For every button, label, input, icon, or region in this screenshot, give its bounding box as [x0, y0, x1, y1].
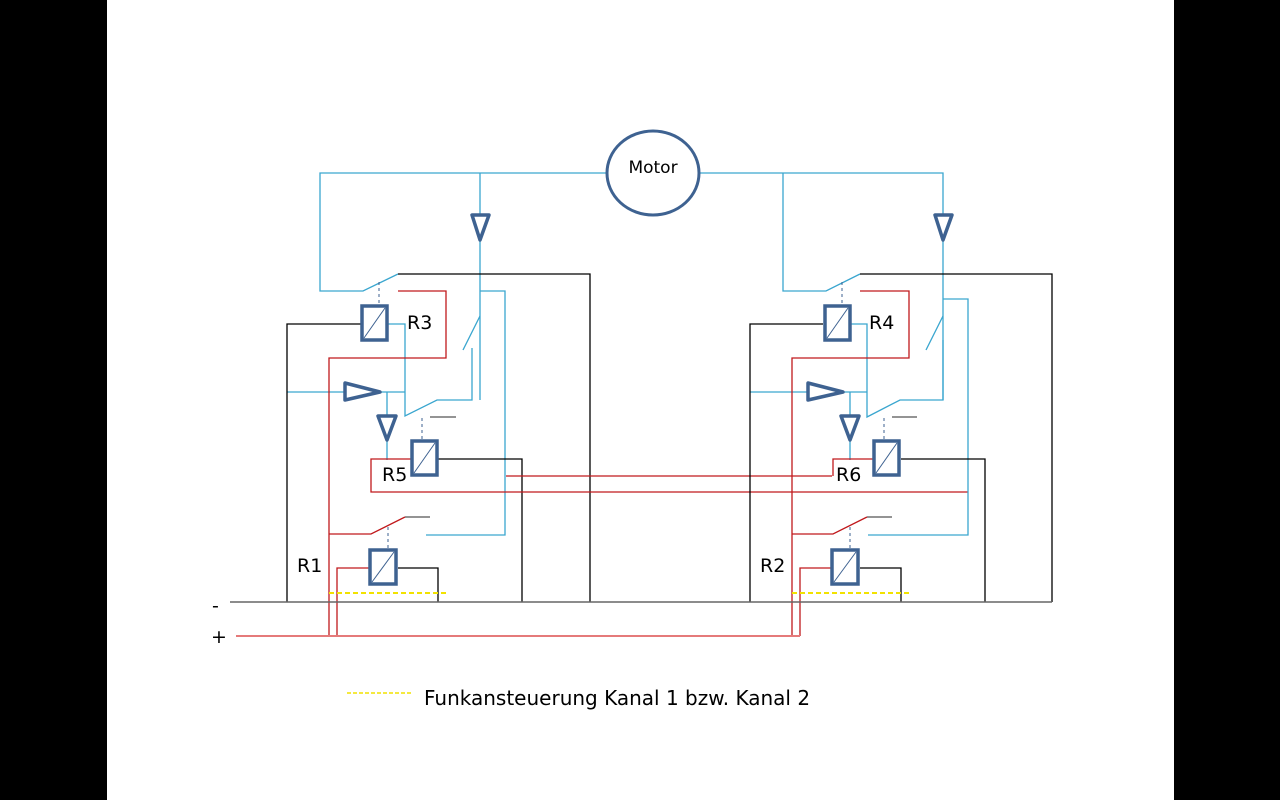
diode-icon-left-vertical	[376, 414, 398, 442]
relay-coil-r4	[823, 304, 852, 342]
wire-r4-contact-b	[925, 315, 944, 351]
wire-r2-switch-red	[792, 516, 868, 535]
relay-coil-r6	[872, 439, 901, 477]
diode-icon-left-horizontal	[343, 381, 382, 402]
wire-motor-right-branch	[782, 173, 861, 292]
wire-r4-switch-cyan	[868, 298, 969, 536]
motor-label: Motor	[628, 158, 677, 178]
wire-r3-top-black	[398, 273, 591, 602]
diode-icon-right-top	[933, 213, 954, 242]
rail-minus-label: -	[212, 595, 219, 617]
wire-r1-switch-red	[329, 516, 406, 535]
wire-r6-coil-black	[901, 458, 986, 602]
wire-r6-switch-cyan	[850, 323, 944, 419]
wire-r3-contact-b	[462, 315, 481, 351]
relay-label-r2: R2	[760, 555, 785, 577]
rail-plus-label: +	[211, 626, 227, 648]
diode-icon-left-top	[470, 213, 491, 242]
wire-r3-coil-black	[286, 323, 361, 602]
wire-plus-left-main	[328, 290, 447, 636]
diode-icon-right-horizontal	[806, 381, 845, 402]
wire-motor-left-top	[319, 172, 607, 292]
relay-label-r6: R6	[836, 464, 861, 486]
wire-r5-switch-cyan	[388, 323, 473, 418]
relay-coil-r5	[410, 439, 439, 477]
wire-r4-coil-black	[749, 323, 823, 602]
legend-text: Funkansteuerung Kanal 1 bzw. Kanal 2	[424, 686, 810, 710]
wire-r2-coil-black	[860, 567, 902, 602]
motor: Motor	[605, 129, 701, 217]
wire-r1-coil-black	[398, 567, 439, 602]
wire-r2-coil-red	[799, 567, 831, 636]
wire-r5-coil-red	[370, 458, 968, 493]
relay-coil-r1	[368, 548, 398, 586]
wire-r3-switch-cyan	[426, 290, 506, 536]
relay-label-r5: R5	[382, 464, 407, 486]
diode-icon-right-vertical	[839, 414, 861, 442]
wire-r4-top-black	[860, 273, 1053, 602]
wire-motor-right-top	[700, 172, 944, 400]
relay-label-r3: R3	[407, 312, 432, 334]
wire-r6-coil-red	[832, 458, 873, 476]
motor-symbol	[605, 129, 701, 217]
relay-coil-r2	[830, 548, 860, 586]
relay-label-r4: R4	[869, 312, 894, 334]
wire-r5-coil-black	[438, 458, 523, 602]
relay-label-r1: R1	[297, 555, 322, 577]
wire-r1-coil-red	[336, 567, 369, 636]
relay-coil-r3	[360, 304, 389, 342]
wire-plus-right-main	[791, 290, 910, 636]
